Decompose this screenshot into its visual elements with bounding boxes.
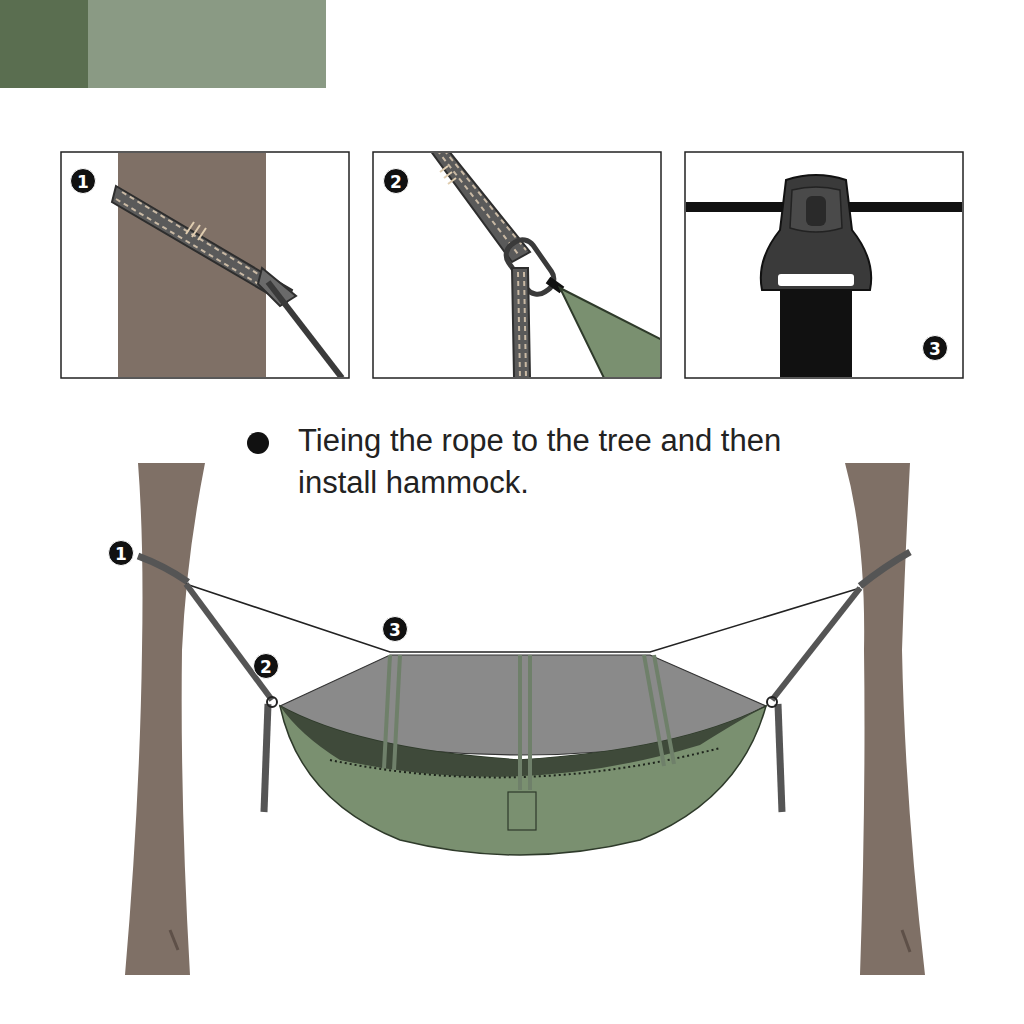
- bullet-dot: [247, 432, 269, 454]
- color-bar: [88, 0, 326, 88]
- callout-number: 3: [382, 616, 408, 642]
- callout-number: 1: [108, 540, 134, 566]
- callout-number: 2: [253, 653, 279, 679]
- hammock-body: [280, 706, 766, 855]
- panel-carabiner: [430, 153, 660, 377]
- ridge-line: [186, 584, 860, 652]
- tree: [125, 463, 205, 975]
- panel-tree-strap: [112, 153, 342, 377]
- tree: [845, 463, 925, 975]
- panel-buckle: [686, 175, 962, 377]
- callout-number: 2: [383, 168, 409, 194]
- callout-number: 3: [922, 335, 948, 361]
- instruction-text: Tieing the rope to the tree and then ins…: [298, 420, 798, 504]
- color-bar: [0, 0, 88, 88]
- callout-number: 1: [70, 168, 96, 194]
